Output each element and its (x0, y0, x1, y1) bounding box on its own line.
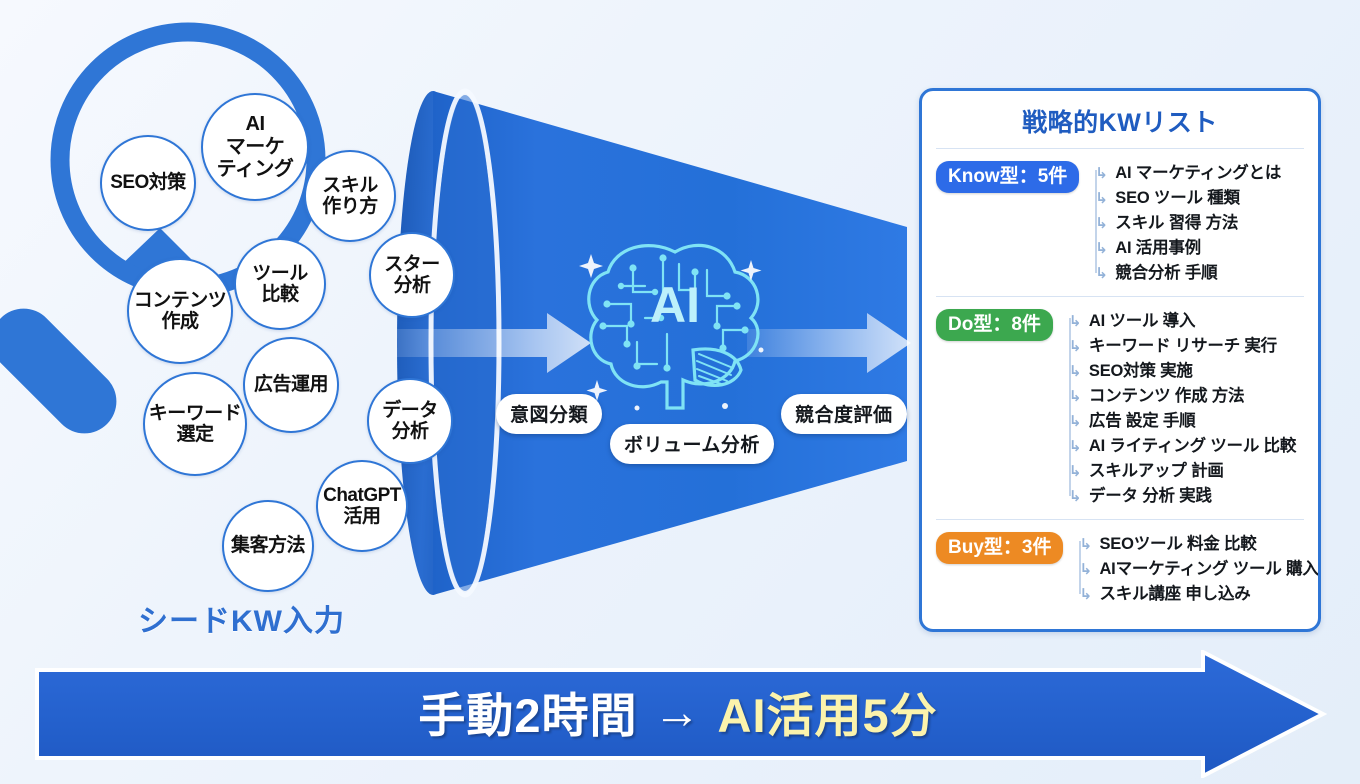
kw-item[interactable]: ↳ スキル講座 申し込み (1079, 582, 1318, 607)
kw-item-label: AI マーケティングとは (1115, 164, 1282, 182)
seed-keyword-bubble[interactable]: データ 分析 (367, 378, 453, 464)
strategic-kw-list-panel: 戦略的KWリスト Know型：5件 ↳ AI マーケティングとは ↳ SEO ツール 種… (919, 88, 1321, 632)
branch-arrow-icon: ↳ (1095, 240, 1108, 257)
kw-item[interactable]: ↳ AI 活用事例 (1095, 236, 1318, 261)
branch-arrow-icon: ↳ (1095, 190, 1108, 207)
kw-item[interactable]: ↳ SEOツール 料金 比較 (1079, 532, 1318, 557)
kw-item[interactable]: ↳ データ 分析 実践 (1069, 484, 1318, 509)
kw-item-label: コンテンツ 作成 方法 (1088, 387, 1245, 405)
panel-divider (936, 519, 1304, 520)
kw-item-list: ↳ AI マーケティングとは ↳ SEO ツール 種類 ↳ スキル 習得 方法 ↳ AI 活用… (1093, 161, 1318, 286)
branch-arrow-icon: ↳ (1068, 388, 1082, 405)
kw-item-label: AI ライティング ツール 比較 (1088, 437, 1297, 455)
kw-item-label: キーワード リサーチ 実行 (1088, 337, 1277, 355)
seed-keyword-bubble[interactable]: AI マーケ ティング (201, 93, 309, 201)
kw-item-label: AI 活用事例 (1115, 239, 1201, 257)
kw-group-badge[interactable]: Do型：8件 (936, 309, 1053, 341)
kw-item-list: ↳ AI ツール 導入 ↳ キーワード リサーチ 実行 ↳ SEO対策 実施 ↳ コンテンツ … (1067, 309, 1318, 509)
kw-group: Buy型：3件 ↳ SEOツール 料金 比較 ↳ AIマーケティング ツール 購入 ↳ スキ… (922, 520, 1318, 617)
kw-item[interactable]: ↳ 競合分析 手順 (1095, 261, 1318, 286)
seed-keyword-bubble[interactable]: SEO対策 (100, 135, 196, 231)
kw-item-label: データ 分析 実践 (1088, 487, 1212, 505)
branch-arrow-icon: ↳ (1068, 463, 1082, 480)
kw-item-label: 広告 設定 手順 (1088, 412, 1196, 430)
kw-item[interactable]: ↳ AI ツール 導入 (1069, 309, 1318, 334)
seed-keyword-bubble[interactable]: ChatGPT 活用 (316, 460, 408, 552)
kw-item-label: 競合分析 手順 (1115, 264, 1218, 282)
seed-keyword-bubble[interactable]: コンテンツ 作成 (127, 258, 233, 364)
kw-item[interactable]: ↳ キーワード リサーチ 実行 (1069, 334, 1318, 359)
kw-item[interactable]: ↳ SEO対策 実施 (1069, 359, 1318, 384)
funnel-chip-competition[interactable]: 競合度評価 (781, 394, 907, 434)
kw-item[interactable]: ↳ スキル 習得 方法 (1095, 211, 1318, 236)
seed-input-label: シードKW入力 (138, 605, 345, 638)
kw-group: Do型：8件↳AI ツール 導入↳キーワード リサーチ 実行↳SEO対策 実施↳… (922, 297, 1318, 519)
branch-arrow-icon: ↳ (1095, 265, 1108, 282)
panel-divider (936, 296, 1304, 297)
seed-keyword-bubble[interactable]: スキル 作り方 (304, 150, 396, 242)
branch-arrow-icon: ↳ (1068, 363, 1082, 380)
seed-keyword-bubble[interactable]: キーワード 選定 (143, 372, 247, 476)
funnel-chip-volume[interactable]: ボリューム分析 (610, 424, 774, 464)
kw-group: Know型：5件 ↳ AI マーケティングとは ↳ SEO ツール 種類 ↳ スキル 習得 … (922, 149, 1318, 296)
flow-arrow-out-icon (747, 313, 911, 373)
kw-item-label: AIマーケティング ツール 購入 (1099, 560, 1319, 578)
kw-item-label: SEO ツール 種類 (1115, 189, 1240, 207)
kw-panel-title: 戦略的KWリスト (1022, 109, 1218, 137)
funnel-icon (395, 75, 925, 620)
kw-item-label: スキル講座 申し込み (1099, 585, 1251, 603)
kw-item-label: AI ツール 導入 (1088, 312, 1196, 330)
branch-arrow-icon: ↳ (1068, 488, 1082, 505)
seed-keyword-bubble[interactable]: 広告運用 (243, 337, 339, 433)
kw-item-label: SEO対策 実施 (1088, 362, 1193, 380)
kw-item[interactable]: ↳ AIマーケティング ツール 購入 (1079, 557, 1319, 582)
branch-arrow-icon: ↳ (1079, 561, 1092, 578)
seed-keyword-bubble[interactable]: 集客方法 (222, 500, 314, 592)
branch-arrow-icon: ↳ (1079, 536, 1092, 553)
kw-group-badge[interactable]: Buy型：3件 (936, 532, 1064, 564)
branch-arrow-icon: ↳ (1068, 338, 1082, 355)
kw-item-label: スキルアップ 計画 (1088, 462, 1224, 480)
banner-arrow-icon (35, 650, 1327, 778)
kw-item[interactable]: ↳ コンテンツ 作成 方法 (1069, 384, 1318, 409)
branch-arrow-icon: ↳ (1095, 165, 1108, 182)
kw-item-list: ↳ SEOツール 料金 比較 ↳ AIマーケティング ツール 購入 ↳ スキル講座 申し込… (1077, 532, 1318, 607)
panel-divider (936, 148, 1304, 149)
seed-keyword-bubble[interactable]: ツール 比較 (234, 238, 326, 330)
kw-group-badge[interactable]: Know型：5件 (936, 161, 1080, 193)
seed-keyword-bubble[interactable]: スター 分析 (369, 232, 455, 318)
flow-arrow-icon (395, 313, 591, 373)
kw-groups: Know型：5件 ↳ AI マーケティングとは ↳ SEO ツール 種類 ↳ スキル 習得 … (922, 149, 1318, 617)
branch-arrow-icon: ↳ (1068, 313, 1082, 330)
kw-item[interactable]: ↳ AI ライティング ツール 比較 (1069, 434, 1318, 459)
kw-item-label: スキル 習得 方法 (1115, 214, 1239, 232)
branch-arrow-icon: ↳ (1079, 586, 1092, 603)
kw-item-label: SEOツール 料金 比較 (1099, 535, 1257, 553)
branch-arrow-icon: ↳ (1068, 413, 1082, 430)
kw-item[interactable]: ↳ 広告 設定 手順 (1069, 409, 1318, 434)
kw-item[interactable]: ↳ スキルアップ 計画 (1069, 459, 1318, 484)
kw-item[interactable]: ↳ SEO ツール 種類 (1095, 186, 1318, 211)
branch-arrow-icon: ↳ (1095, 215, 1108, 232)
funnel-chip-intent[interactable]: 意図分類 (496, 394, 603, 434)
kw-item[interactable]: ↳ AI マーケティングとは (1095, 161, 1318, 186)
branch-arrow-icon: ↳ (1068, 438, 1082, 455)
